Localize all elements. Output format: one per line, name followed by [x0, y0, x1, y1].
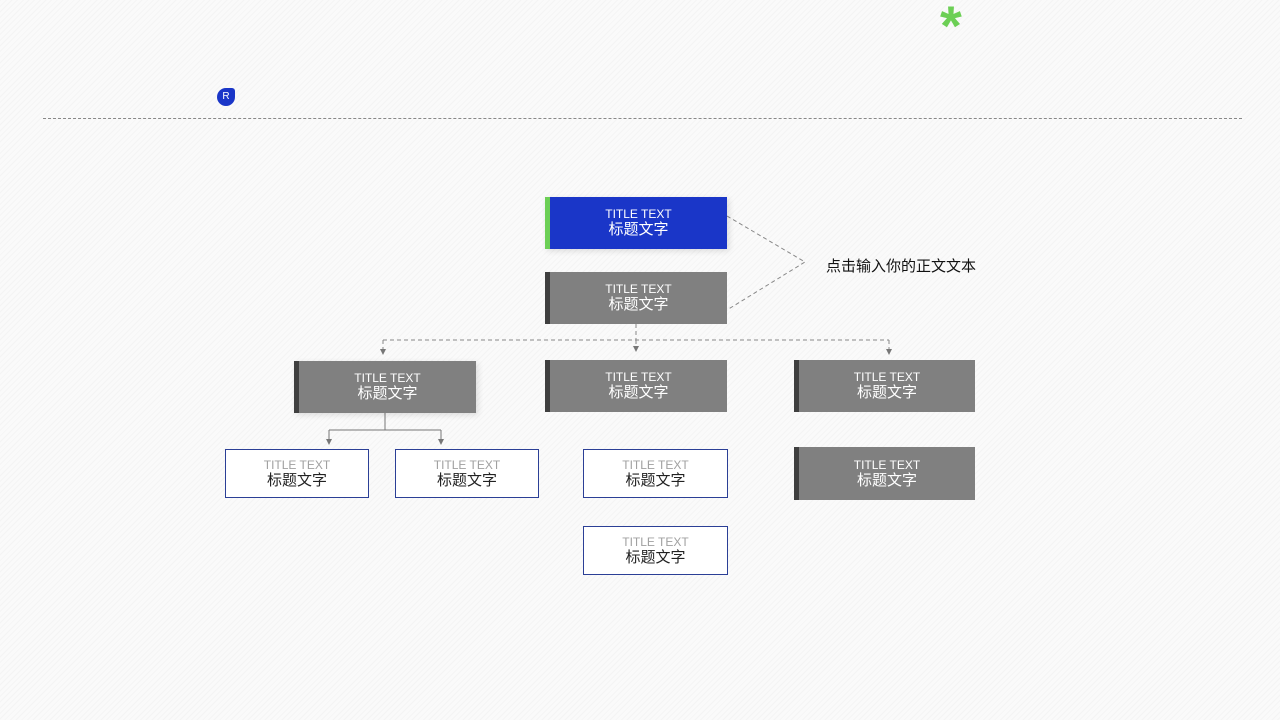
node-subtitle: 标题文字 [436, 471, 497, 489]
r-badge-icon: R [217, 88, 235, 106]
badge-letter: R [222, 91, 230, 102]
body-text-note[interactable]: 点击输入你的正文文本 [826, 258, 977, 275]
note-bracket [726, 215, 806, 311]
node-title: TITLE TEXT [605, 370, 672, 384]
node-title: TITLE TEXT [853, 457, 921, 472]
node-subtitle: 标题文字 [625, 471, 686, 489]
node-subtitle: 标题文字 [856, 384, 917, 401]
node-title: TITLE TEXT [853, 370, 921, 384]
node-title: TITLE TEXT [605, 207, 672, 221]
node-subtitle: 标题文字 [266, 471, 327, 489]
node-subtitle: 标题文字 [608, 384, 669, 401]
asterisk-decoration: * [940, 0, 962, 57]
node-title: TITLE TEXT [263, 457, 331, 472]
node-title: TITLE TEXT [354, 371, 421, 385]
header-divider [43, 118, 1242, 119]
node-title: TITLE TEXT [622, 534, 689, 549]
node-subtitle: 标题文字 [608, 221, 669, 238]
node-subtitle: 标题文字 [625, 548, 686, 566]
node-title: TITLE TEXT [605, 282, 672, 296]
node-title: TITLE TEXT [433, 457, 501, 472]
node-subtitle: 标题文字 [856, 471, 917, 489]
node-title: TITLE TEXT [622, 457, 689, 472]
node-subtitle: 标题文字 [608, 296, 669, 313]
node-subtitle: 标题文字 [357, 385, 418, 402]
